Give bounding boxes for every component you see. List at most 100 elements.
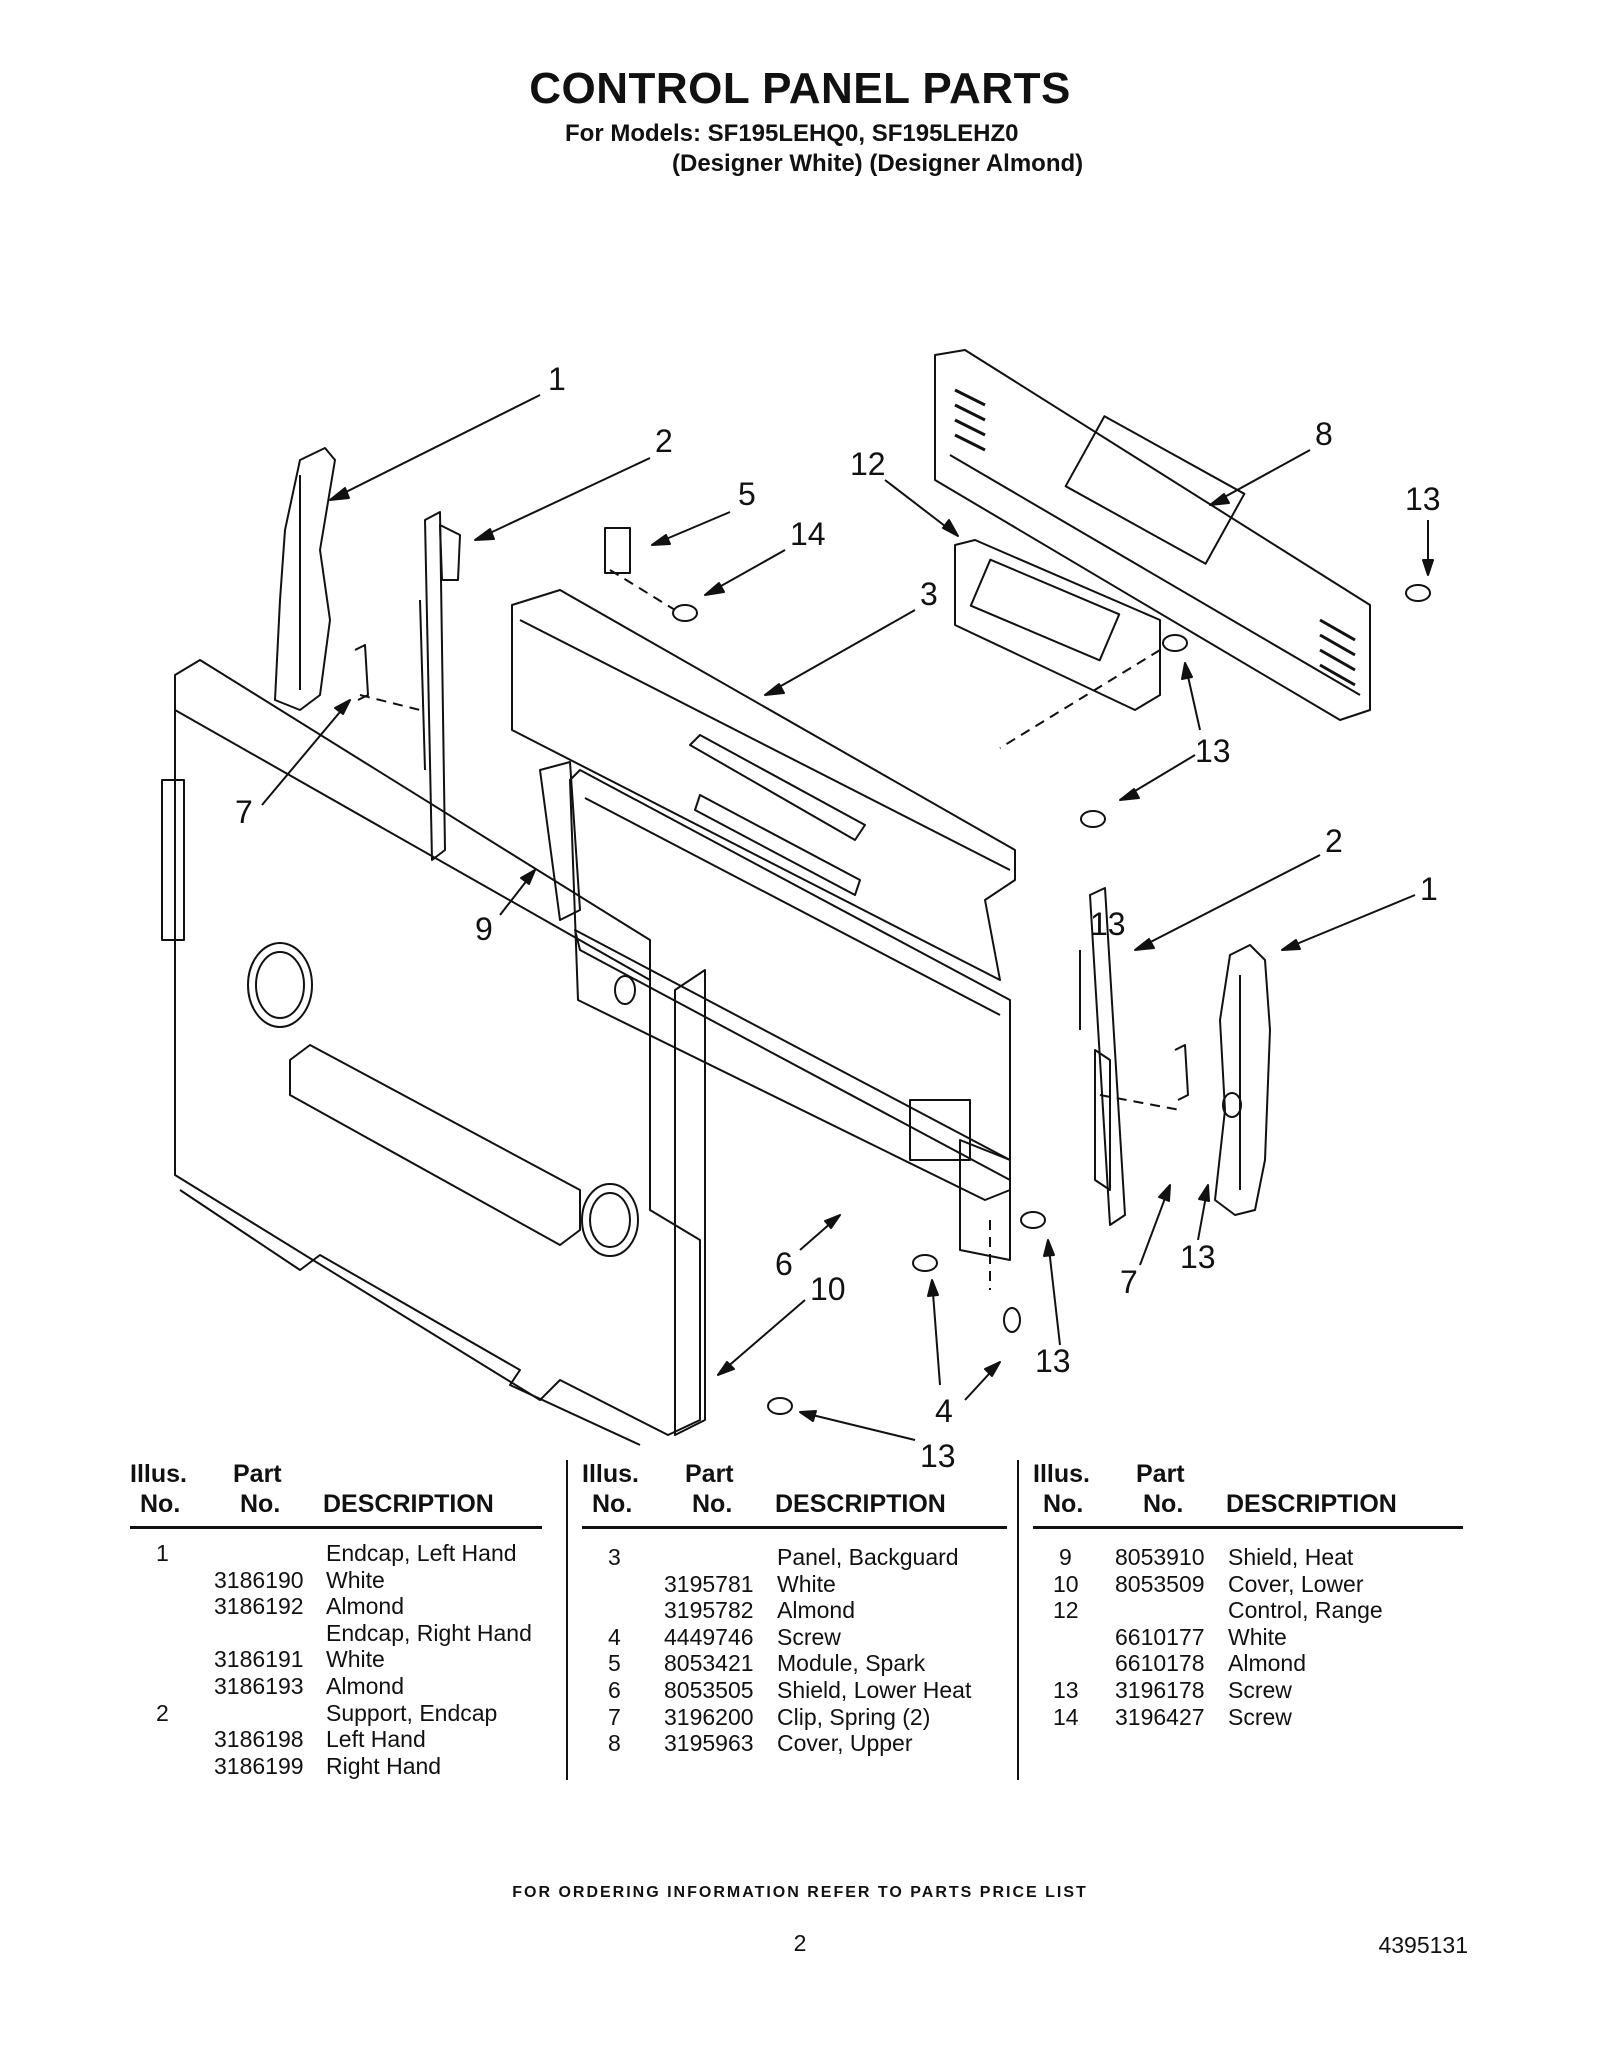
table-row: 10 8053509 Cover, Lower — [1033, 1571, 1463, 1598]
part-header: Part — [1136, 1460, 1185, 1488]
description: Almond — [326, 1672, 404, 1699]
part-no: 3186199 — [214, 1752, 304, 1779]
part-no: 3195782 — [664, 1597, 754, 1624]
description: Right Hand — [326, 1752, 442, 1779]
part-no: 8053505 — [664, 1676, 754, 1703]
table-row: 3 Panel, Backguard — [582, 1544, 1007, 1571]
illus-no: 9 — [1059, 1544, 1072, 1570]
description: Module, Spark — [777, 1650, 926, 1677]
illus-header: Illus. — [1033, 1460, 1090, 1488]
callout-label: 10 — [810, 1271, 846, 1307]
description: Almond — [326, 1593, 404, 1620]
description: Shield, Lower Heat — [777, 1676, 972, 1703]
document-number: 4395131 — [1378, 1932, 1468, 1958]
callout-label: 14 — [790, 516, 826, 552]
part-no: 3196200 — [664, 1703, 754, 1730]
illus-header: No. — [140, 1490, 181, 1518]
callout-label: 7 — [235, 794, 253, 830]
description: Almond — [1228, 1650, 1306, 1677]
callout-label: 1 — [1420, 871, 1438, 907]
leader-lines — [261, 394, 1434, 1441]
backguard-panel-drawing — [511, 589, 1016, 981]
part-no: 6610178 — [1115, 1650, 1205, 1677]
illus-no: 1 — [156, 1540, 169, 1566]
column-header: Illus. No. Part No. DESCRIPTION — [582, 1460, 1007, 1529]
part-no: 3195781 — [664, 1570, 754, 1597]
table-row: 3186192 Almond — [130, 1593, 542, 1620]
table-row: 6 8053505 Shield, Lower Heat — [582, 1677, 1007, 1704]
table-row: 3195781 White — [582, 1571, 1007, 1598]
diagram-line-art — [161, 349, 1434, 1446]
part-no: 3196427 — [1115, 1703, 1205, 1730]
table-row: 3186198 Left Hand — [130, 1726, 542, 1753]
illus-no: 7 — [608, 1703, 621, 1730]
illus-no: 3 — [608, 1544, 621, 1570]
callout-label: 5 — [738, 476, 756, 512]
description: Screw — [1228, 1703, 1292, 1730]
table-row: 6610178 Almond — [1033, 1650, 1463, 1677]
models-line: For Models: SF195LEHQ0, SF195LEHZ0 — [565, 120, 1019, 147]
illus-no: 6 — [608, 1676, 621, 1703]
callout-label: 13 — [1405, 481, 1441, 517]
illus-no: 5 — [608, 1650, 621, 1677]
illus-no: 4 — [608, 1623, 621, 1650]
description: Shield, Heat — [1228, 1544, 1354, 1570]
callout-label: 13 — [920, 1438, 956, 1474]
illus-header: Illus. — [130, 1460, 187, 1488]
diagram-callouts: 1 2 5 14 12 3 8 13 13 7 9 13 2 1 6 10 7 … — [235, 361, 1441, 1474]
ordering-note: FOR ORDERING INFORMATION REFER TO PARTS … — [512, 1884, 1088, 1901]
exploded-parts-diagram: 1 2 5 14 12 3 8 13 13 7 9 13 2 1 6 10 7 … — [161, 349, 1441, 1474]
illus-no: 13 — [1053, 1676, 1079, 1703]
callout-label: 13 — [1180, 1239, 1216, 1275]
description-header: DESCRIPTION — [323, 1490, 494, 1518]
part-header: Part — [685, 1460, 734, 1488]
heat-shield-drawing — [539, 761, 581, 921]
illus-no: 8 — [608, 1730, 621, 1757]
description: Screw — [1228, 1676, 1292, 1703]
right-endcap-drawing — [1214, 944, 1271, 1216]
description: White — [326, 1646, 385, 1673]
illus-header: No. — [592, 1490, 633, 1518]
callout-label: 8 — [1315, 416, 1333, 452]
callout-label: 13 — [1195, 733, 1231, 769]
part-no: 8053509 — [1115, 1570, 1205, 1597]
illus-no: 12 — [1053, 1597, 1079, 1624]
assembly-dash-lines — [359, 569, 1181, 1290]
parts-rows: 9 8053910 Shield, Heat 10 8053509 Cover, Low… — [1033, 1544, 1463, 1730]
part-header: No. — [692, 1490, 733, 1518]
description: Cover, Lower — [1228, 1570, 1364, 1597]
lower-cover-drawing — [161, 659, 706, 1446]
description: Clip, Spring (2) — [777, 1703, 931, 1730]
left-endcap-drawing — [274, 447, 336, 711]
part-no: 8053910 — [1115, 1544, 1205, 1570]
column-header: Illus. No. Part No. DESCRIPTION — [130, 1460, 542, 1529]
column-divider — [566, 1460, 568, 1780]
lower-heat-shield-drawing — [569, 769, 1011, 1261]
callout-label: 2 — [655, 423, 673, 459]
description: Left Hand — [326, 1726, 426, 1753]
callout-label: 1 — [548, 361, 566, 397]
part-no: 3186192 — [214, 1593, 304, 1620]
callout-label: 4 — [935, 1393, 953, 1429]
part-no: 3186198 — [214, 1726, 304, 1753]
callout-label: 13 — [1090, 906, 1126, 942]
description: Panel, Backguard — [777, 1544, 959, 1570]
table-row: Endcap, Right Hand — [130, 1620, 542, 1647]
description: Support, Endcap — [326, 1699, 498, 1726]
illus-no: 10 — [1053, 1570, 1079, 1597]
description: Endcap, Left Hand — [326, 1540, 517, 1566]
table-row: 3186199 Right Hand — [130, 1753, 542, 1780]
table-row: 1 Endcap, Left Hand — [130, 1540, 542, 1567]
description: White — [777, 1570, 836, 1597]
small-parts-drawing — [354, 527, 1431, 1415]
page-number: 2 — [793, 1930, 807, 1956]
